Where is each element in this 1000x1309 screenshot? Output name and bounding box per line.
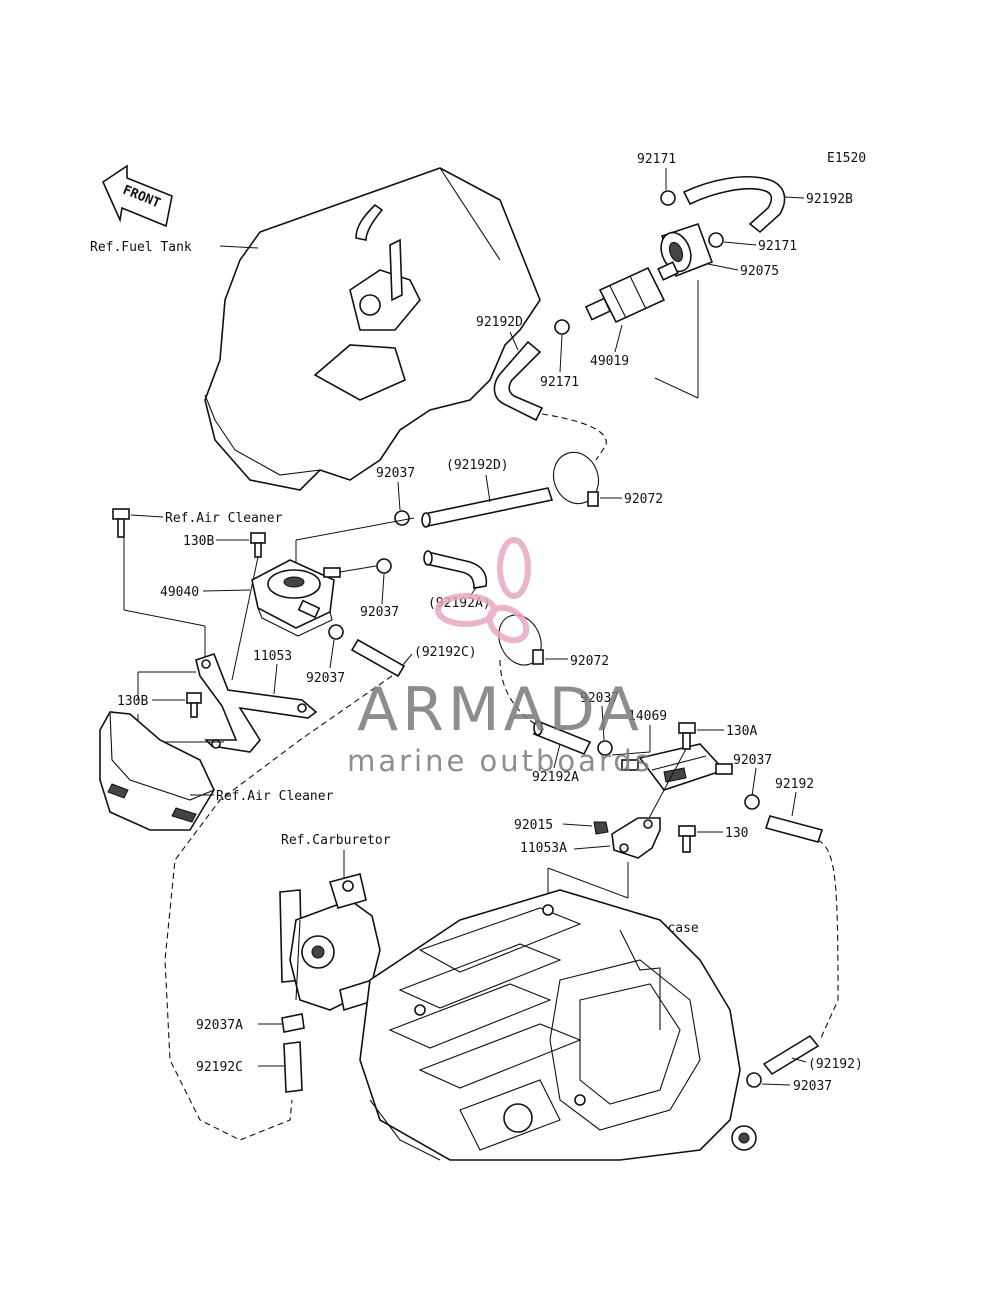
- air-cleaner-bolt: [112, 508, 130, 538]
- filter-holder-92075: [660, 222, 714, 278]
- label-92037-b: 92037: [360, 605, 399, 620]
- fuel-cock-14069: [621, 743, 733, 791]
- label-92015: 92015: [514, 818, 553, 833]
- label-92192C-paren: (92192C): [414, 645, 477, 660]
- label-130B-b: 130B: [117, 694, 148, 709]
- label-92037-c: 92037: [306, 671, 345, 686]
- clamp-92037A: [281, 1013, 305, 1033]
- fuel-tank: [204, 167, 541, 491]
- label-ref-fuel-tank: Ref.Fuel Tank: [90, 240, 192, 255]
- label-14069: 14069: [628, 709, 667, 724]
- label-49019: 49019: [590, 354, 629, 369]
- bolt-130B-b: [186, 692, 202, 718]
- label-130B-a: 130B: [183, 534, 214, 549]
- label-130: 130: [725, 826, 748, 841]
- label-ref-air-cleaner-bottom: Ref.Air Cleaner: [216, 789, 334, 804]
- label-92037-d: 92037: [580, 691, 619, 706]
- bracket-11053A: [611, 817, 661, 859]
- carburetor: [279, 873, 381, 1012]
- propeller-logo-icon: [435, 537, 531, 644]
- fuel-filter-49019: [584, 261, 679, 324]
- label-92171-c: 92171: [540, 375, 579, 390]
- hose-92192B: [682, 175, 786, 234]
- label-92192C: 92192C: [196, 1060, 243, 1075]
- bracket-11053: [195, 653, 318, 753]
- bolt-130: [678, 825, 696, 853]
- label-92037-f: 92037: [793, 1079, 832, 1094]
- label-92192B: 92192B: [806, 192, 853, 207]
- air-cleaner-housing: [99, 711, 215, 831]
- diagram-code: E1520: [827, 151, 866, 166]
- crankcase: [359, 889, 757, 1161]
- label-92037A: 92037A: [196, 1018, 243, 1033]
- label-92075: 92075: [740, 264, 779, 279]
- label-92037-a: 92037: [376, 466, 415, 481]
- label-92192D: 92192D: [476, 315, 523, 330]
- hose-band-92072-b: [498, 614, 544, 666]
- label-130A: 130A: [726, 724, 757, 739]
- label-92072-b: 92072: [570, 654, 609, 669]
- label-92171-b: 92171: [758, 239, 797, 254]
- label-92192A: 92192A: [532, 770, 579, 785]
- label-ref-carburetor: Ref.Carburetor: [281, 833, 391, 848]
- label-11053A: 11053A: [520, 841, 567, 856]
- clip-92015: [593, 821, 609, 835]
- label-92171-a: 92171: [637, 152, 676, 167]
- armada-watermark: ARMADA marine outboards: [347, 537, 653, 778]
- watermark-tagline: marine outboards: [347, 744, 653, 778]
- label-92192D-paren: (92192D): [446, 458, 509, 473]
- label-11053: 11053: [253, 649, 292, 664]
- label-92192-paren: (92192): [808, 1057, 863, 1072]
- front-arrow-icon: FRONT: [101, 164, 173, 228]
- label-ref-air-cleaner-top: Ref.Air Cleaner: [165, 511, 283, 526]
- label-92192: 92192: [775, 777, 814, 792]
- fuel-pump-49040: [251, 559, 341, 637]
- hose-92192D: [493, 340, 544, 422]
- hose-band-92072-a: [552, 451, 600, 507]
- bolt-130B-a: [250, 532, 266, 558]
- bolt-130A: [678, 722, 696, 750]
- watermark-brand: ARMADA: [357, 675, 643, 745]
- hose-92192C: [283, 1041, 303, 1093]
- label-92037-e: 92037: [733, 753, 772, 768]
- label-49040: 49040: [160, 585, 199, 600]
- label-92072-a: 92072: [624, 492, 663, 507]
